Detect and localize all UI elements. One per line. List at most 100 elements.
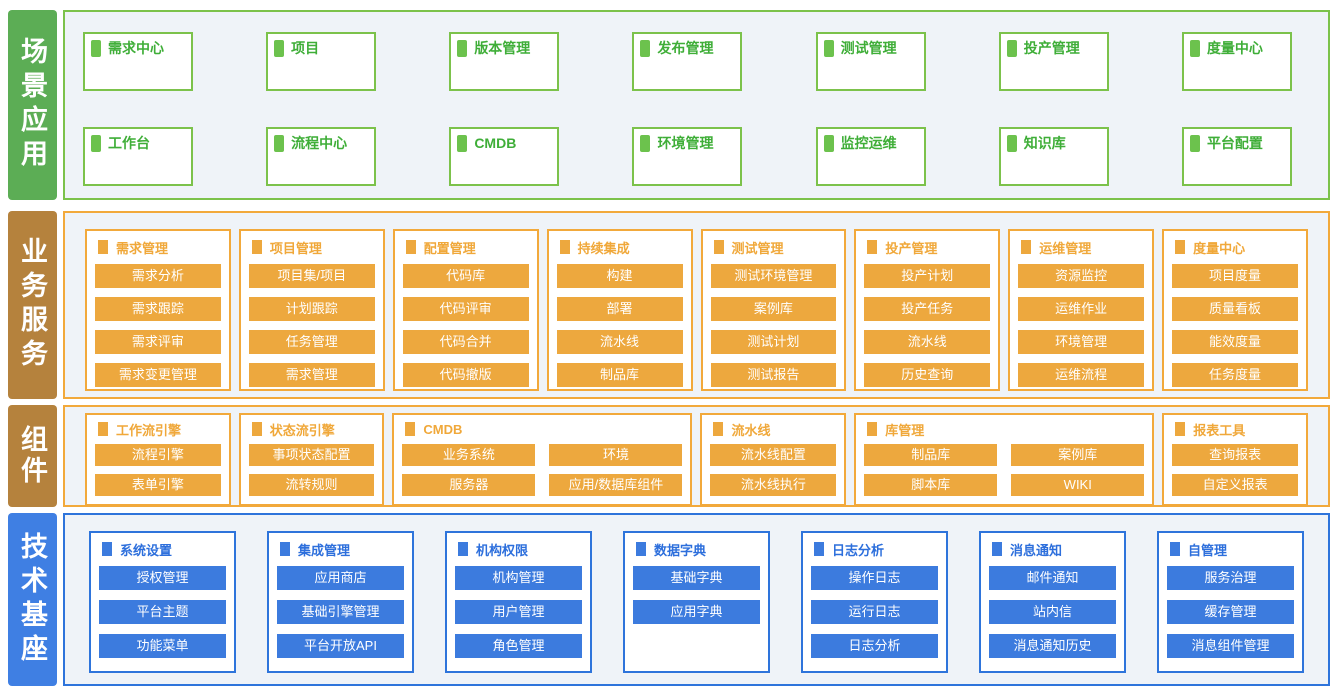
- module-title: 状态流引擎: [269, 422, 335, 438]
- bullet-icon: [867, 422, 878, 436]
- bullet-icon: [280, 542, 290, 556]
- module-card: 测试管理 测试环境管理 案例库 测试计划 测试报告: [700, 229, 847, 391]
- module-card: 工作流引擎 流程引擎 表单引擎: [85, 413, 231, 506]
- feature-bar: 角色管理: [455, 634, 582, 658]
- bullet-icon: [1170, 542, 1180, 556]
- bullet-icon: [636, 542, 646, 556]
- feature-bar: 项目集/项目: [248, 264, 375, 288]
- module-card: 机构权限 机构管理 用户管理 角色管理: [445, 531, 592, 673]
- module-title: 投产管理: [885, 240, 938, 256]
- feature-bar: 运维流程: [1018, 363, 1145, 387]
- band-components: 组件 工作流引擎 流程引擎 表单引擎 状态流引擎 事项状态配置 流转规则 CMD…: [8, 405, 1330, 507]
- bullet-icon: [1189, 40, 1200, 57]
- module-title: 流水线: [731, 422, 771, 438]
- feature-bar: 功能菜单: [99, 634, 226, 658]
- module-card-header: 消息通知: [989, 538, 1116, 560]
- bullet-icon: [713, 240, 724, 254]
- app-box: 知识库: [998, 127, 1109, 186]
- feature-bar: 投产任务: [864, 297, 991, 321]
- feature-bar: 缓存管理: [1167, 600, 1294, 624]
- module-card-header: 需求管理: [95, 236, 221, 258]
- bullet-icon: [640, 40, 651, 57]
- module-card: 日志分析 操作日志 运行日志 日志分析: [801, 531, 948, 673]
- module-card: 系统设置 授权管理 平台主题 功能菜单: [89, 531, 236, 673]
- module-card-header: CMDB: [402, 419, 682, 439]
- bullet-icon: [102, 542, 112, 556]
- module-card: 集成管理 应用商店 基础引擎管理 平台开放API: [267, 531, 414, 673]
- bullet-icon: [713, 422, 724, 436]
- band-business-services: 业务服务 需求管理 需求分析 需求跟踪 需求评审 需求变更管理 项目管理 项目集…: [8, 211, 1330, 399]
- bullet-icon: [823, 40, 834, 57]
- module-card-header: 状态流引擎: [249, 419, 375, 439]
- module-title: 持续集成: [577, 240, 630, 256]
- feature-bar: 测试计划: [710, 330, 837, 354]
- band-panel-business: 需求管理 需求分析 需求跟踪 需求评审 需求变更管理 项目管理 项目集/项目 计…: [63, 211, 1330, 399]
- app-box-label: 平台配置: [1206, 135, 1263, 151]
- feature-bar: 机构管理: [455, 566, 582, 590]
- feature-bar: 查询报表: [1172, 444, 1298, 466]
- feature-bar: 应用商店: [277, 566, 404, 590]
- app-box: 工作台: [83, 127, 193, 186]
- band-label-components: 组件: [8, 405, 57, 507]
- band-panel-tech: 系统设置 授权管理 平台主题 功能菜单 集成管理 应用商店 基础引擎管理 平台开…: [63, 513, 1330, 686]
- bullet-icon: [91, 135, 101, 152]
- feature-bar: 操作日志: [811, 566, 938, 590]
- module-card: 流水线 流水线配置 流水线执行: [700, 413, 847, 506]
- app-box-label: 版本管理: [474, 40, 531, 56]
- module-card-header: 运维管理: [1018, 236, 1144, 258]
- module-card: 库管理 制品库 案例库 脚本库 WIKI: [854, 413, 1155, 506]
- feature-bar: 消息通知历史: [989, 634, 1116, 658]
- module-card: CMDB 业务系统 环境 服务器 应用/数据库组件: [392, 413, 693, 506]
- module-card: 需求管理 需求分析 需求跟踪 需求评审 需求变更管理: [85, 229, 231, 391]
- module-title: 配置管理: [423, 240, 476, 256]
- module-title: 集成管理: [298, 542, 351, 558]
- bullet-icon: [405, 422, 416, 436]
- app-box-label: 度量中心: [1206, 40, 1263, 56]
- feature-bar: 制品库: [864, 444, 998, 466]
- feature-bar: 流转规则: [248, 474, 375, 496]
- feature-bar: 部署: [556, 297, 683, 321]
- app-box: 平台配置: [1181, 127, 1292, 186]
- app-box: CMDB: [449, 127, 560, 186]
- feature-bar: 任务度量: [1172, 363, 1298, 387]
- bullet-icon: [251, 240, 262, 254]
- feature-bar: 代码撤版: [402, 363, 529, 387]
- bullet-icon: [1189, 135, 1200, 152]
- feature-bar: 案例库: [1011, 444, 1145, 466]
- feature-bar-grid: 业务系统 环境 服务器 应用/数据库组件: [402, 444, 683, 504]
- module-card-header: 投产管理: [864, 236, 990, 258]
- business-cards: 需求管理 需求分析 需求跟踪 需求评审 需求变更管理 项目管理 项目集/项目 计…: [85, 229, 1308, 391]
- module-card-header: 库管理: [864, 419, 1144, 439]
- module-card-header: 工作流引擎: [95, 419, 221, 439]
- module-card: 配置管理 代码库 代码评审 代码合并 代码撤版: [392, 229, 539, 391]
- app-box: 测试管理: [815, 32, 926, 91]
- feature-bar: 需求管理: [248, 363, 375, 387]
- bullet-icon: [1021, 240, 1032, 254]
- bullet-icon: [814, 542, 824, 556]
- feature-bar: 运维作业: [1018, 297, 1145, 321]
- module-title: 报表工具: [1193, 422, 1246, 438]
- feature-bar: 流水线: [556, 330, 683, 354]
- app-box: 度量中心: [1181, 32, 1292, 91]
- scenario-row-2: 工作台 流程中心 CMDB 环境管理 监控运维 知识库 平台配置: [83, 127, 1292, 186]
- band-panel-scenario: 需求中心 项目 版本管理 发布管理 测试管理 投产管理 度量中心 工作台 流程中…: [63, 10, 1330, 200]
- feature-bar: 需求分析: [95, 264, 221, 288]
- module-card: 自管理 服务治理 缓存管理 消息组件管理: [1157, 531, 1304, 673]
- bullet-icon: [457, 135, 468, 152]
- app-box-label: 项目: [291, 40, 320, 56]
- feature-bar: 需求评审: [95, 330, 221, 354]
- feature-bar: 消息组件管理: [1167, 634, 1294, 658]
- app-box-label: 知识库: [1023, 135, 1066, 151]
- feature-bar: 日志分析: [811, 634, 938, 658]
- feature-bar: 用户管理: [455, 600, 582, 624]
- app-box-label: 投产管理: [1023, 40, 1080, 56]
- bullet-icon: [457, 40, 468, 57]
- app-box: 环境管理: [632, 127, 743, 186]
- module-card-header: 日志分析: [811, 538, 938, 560]
- feature-bar: 代码合并: [402, 330, 529, 354]
- bullet-icon: [1006, 135, 1017, 152]
- feature-bar: 流水线: [864, 330, 991, 354]
- app-box-label: 需求中心: [108, 40, 164, 56]
- feature-bar: 资源监控: [1018, 264, 1145, 288]
